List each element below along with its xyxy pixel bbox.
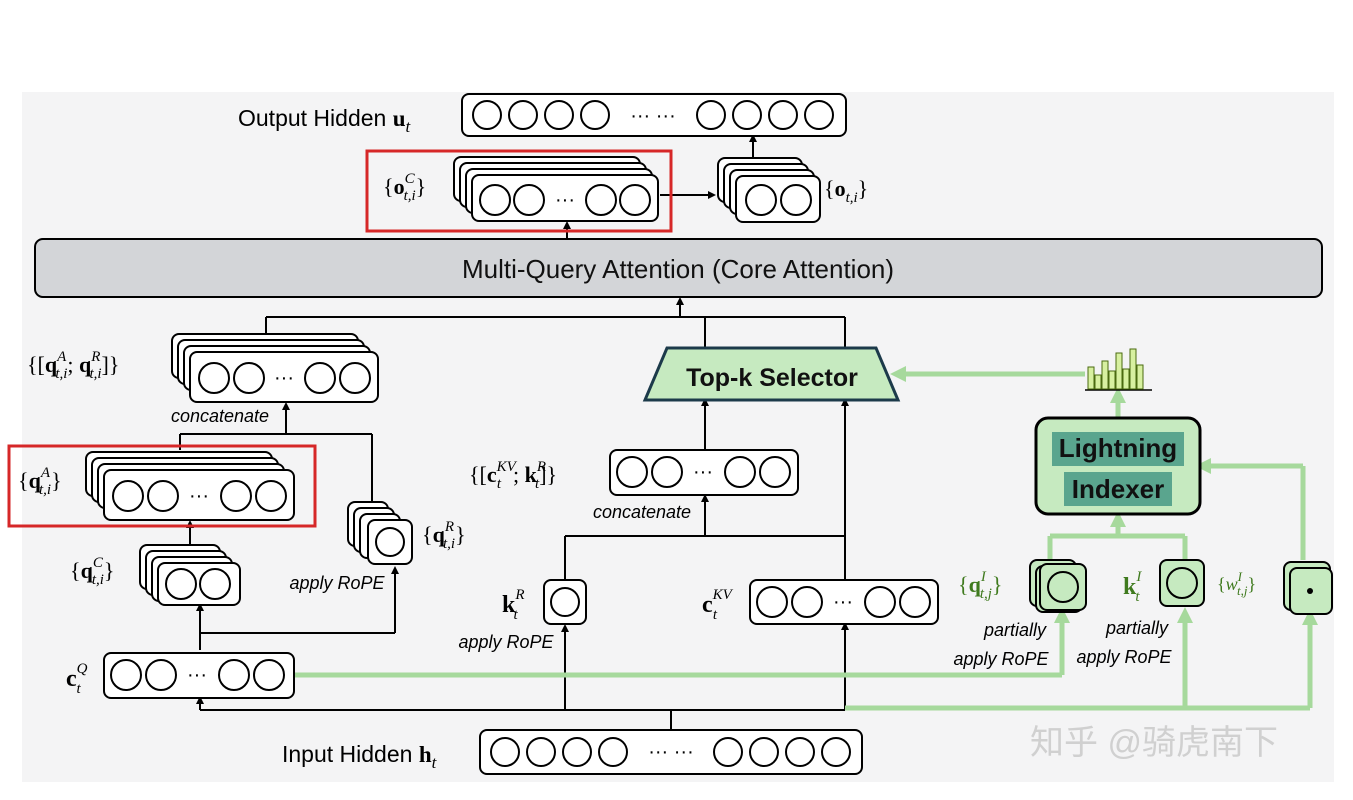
qr-stack — [347, 501, 413, 565]
ckv-cells — [756, 586, 931, 618]
top-k-label: Top-k Selector — [686, 364, 858, 392]
cq-cells — [110, 659, 285, 691]
lightning-text-highlight-1 — [1052, 432, 1184, 466]
score-bar — [1101, 360, 1109, 390]
ki-cell — [1166, 567, 1198, 599]
qa-stack — [85, 451, 295, 521]
top-k-selector — [642, 346, 901, 402]
output-hidden-cells — [472, 100, 834, 130]
ckv-kr-cells — [616, 456, 791, 488]
input-hidden-dots: ··· ··· — [648, 741, 694, 763]
score-bar — [1129, 348, 1137, 390]
qa-qr-dots: ··· — [274, 367, 294, 389]
o-label: {ot,i} — [824, 176, 868, 206]
apply-rope-mid-label: apply RoPE — [458, 632, 554, 652]
input-hidden-cells — [490, 737, 851, 767]
lightning-indexer-line1: Lightning — [1059, 433, 1177, 463]
ckv-kr-dots: ··· — [693, 461, 713, 483]
qa-dots: ··· — [189, 485, 209, 507]
score-bar — [1087, 366, 1095, 390]
input-hidden-label: Input Hidden ht — [282, 741, 438, 772]
partially-right: partially — [1105, 618, 1169, 638]
score-bar — [1108, 370, 1116, 390]
oc-stack — [453, 156, 659, 222]
partially-left: partially — [983, 620, 1047, 640]
apply-rope-left-label: apply RoPE — [289, 573, 385, 593]
concatenate-mid-label: concatenate — [593, 502, 691, 522]
o-stack — [717, 157, 821, 223]
core-attention-box — [34, 238, 1323, 298]
kr-cell — [550, 587, 580, 617]
output-hidden-label: Output Hidden ut — [238, 105, 412, 136]
qa-qr-stack — [171, 333, 379, 403]
lightning-text-highlight-2 — [1064, 472, 1172, 506]
apply-rope-qi: apply RoPE — [953, 649, 1049, 669]
qi-stack — [1029, 559, 1087, 613]
cq-dots: ··· — [187, 664, 207, 686]
green-connectors — [294, 366, 1318, 711]
oc-highlight-frame — [365, 149, 673, 233]
lightning-indexer-line2: Indexer — [1072, 474, 1165, 504]
black-connectors — [179, 134, 849, 730]
qc-stack — [139, 544, 241, 606]
oc-dots: ··· — [555, 189, 575, 211]
score-bar — [1094, 374, 1102, 390]
score-bar — [1136, 364, 1144, 390]
ckv-dots: ··· — [833, 591, 853, 613]
watermark: 知乎 @骑虎南下 — [1030, 724, 1278, 762]
output-hidden-dots: ··· ··· — [630, 105, 676, 127]
concatenate-left-label: concatenate — [171, 406, 269, 426]
score-bar — [1122, 368, 1130, 390]
score-bars — [1087, 348, 1144, 390]
qa-highlight-frame — [7, 444, 317, 528]
apply-rope-ki: apply RoPE — [1076, 647, 1172, 667]
core-attention-label: Multi-Query Attention (Core Attention) — [462, 254, 894, 284]
wi-stack — [1283, 561, 1333, 615]
score-chart-icon — [1085, 348, 1152, 391]
score-bar — [1115, 352, 1123, 390]
